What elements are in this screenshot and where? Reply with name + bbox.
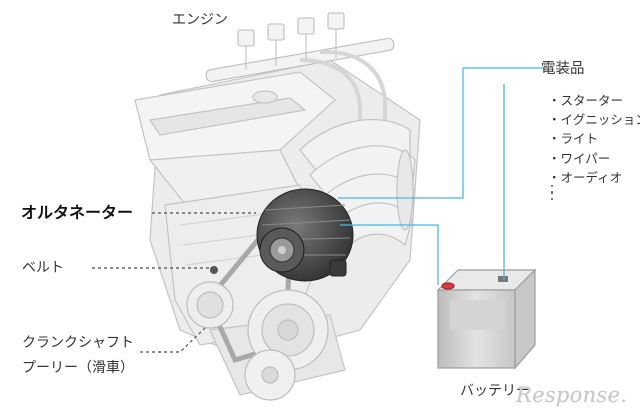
pulley-label: プーリー（滑車） bbox=[22, 360, 134, 376]
battery-label: バッテリー bbox=[460, 383, 530, 399]
battery bbox=[436, 268, 537, 370]
electrical-item: ライト bbox=[548, 129, 640, 148]
ellipsis-dots bbox=[551, 185, 555, 203]
electrical-label: 電装品 bbox=[541, 61, 585, 77]
electrical-item: イグニッション bbox=[548, 110, 640, 129]
wires bbox=[338, 67, 545, 285]
crankshaft-label: クランクシャフト bbox=[22, 335, 134, 351]
engine-label: エンジン bbox=[172, 12, 228, 28]
belt-label: ベルト bbox=[22, 260, 64, 276]
leader-lines bbox=[92, 212, 256, 353]
electrical-item: オーディオ bbox=[548, 168, 640, 187]
watermark-logo: Response. bbox=[516, 383, 628, 407]
alternator bbox=[256, 188, 354, 282]
alternator-label: オルタネーター bbox=[21, 203, 134, 222]
injector-rail bbox=[205, 12, 395, 160]
belt-and-pulleys bbox=[186, 231, 329, 401]
electrical-item: ワイパー bbox=[548, 149, 640, 168]
electrical-item: スターター bbox=[548, 91, 640, 110]
electrical-items-list: スターター イグニッション ライト ワイパー オーディオ bbox=[548, 91, 640, 187]
